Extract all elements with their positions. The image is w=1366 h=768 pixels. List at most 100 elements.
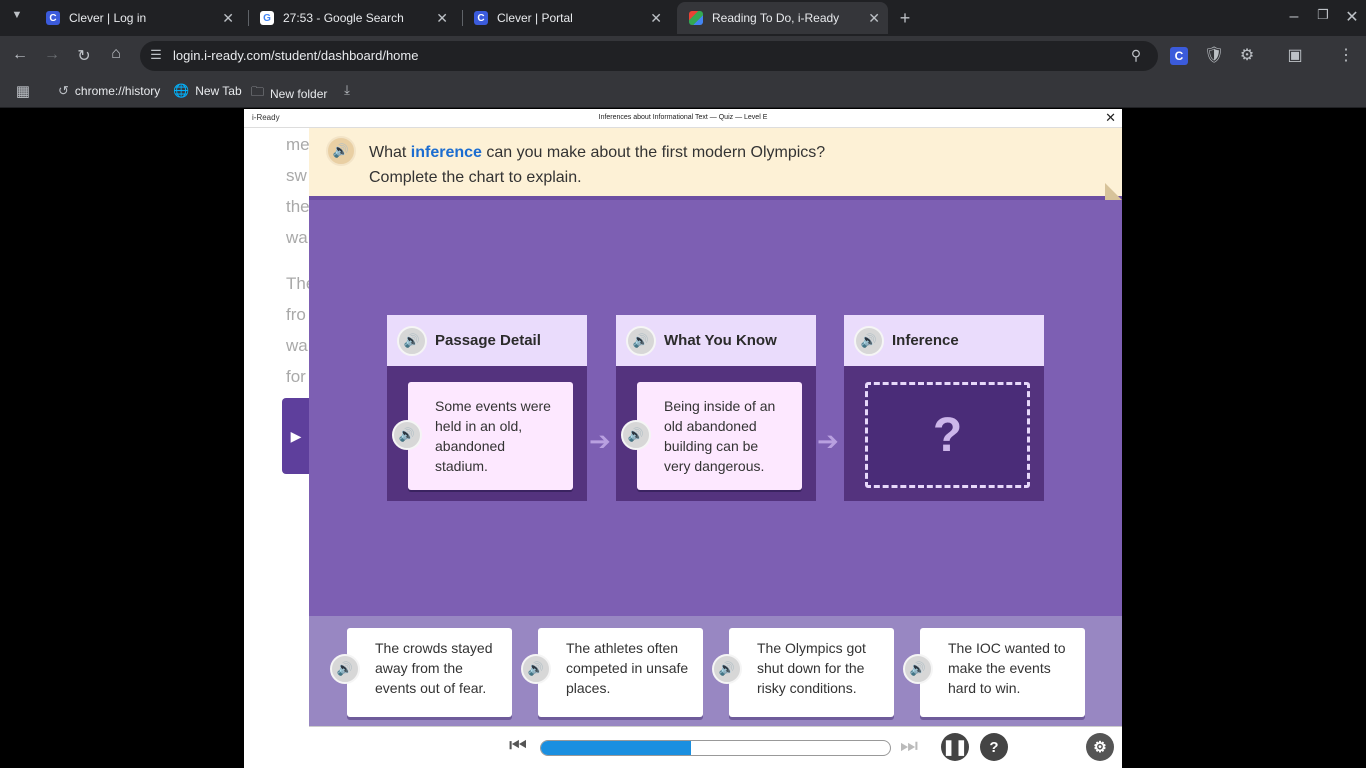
passage-line: for xyxy=(286,367,306,386)
home-icon[interactable]: ⌂ xyxy=(111,45,121,62)
zoom-icon[interactable]: ⚲ xyxy=(1130,47,1142,63)
tab-title: 27:53 - Google Search xyxy=(283,11,404,25)
tab-iready[interactable]: Reading To Do, i-Ready ✕ xyxy=(677,2,888,34)
tab-title: Reading To Do, i-Ready xyxy=(712,11,840,25)
clever-favicon-icon: C xyxy=(46,11,60,25)
tab-google-search[interactable]: G 27:53 - Google Search ✕ xyxy=(248,2,456,34)
pause-button[interactable]: ❚❚ xyxy=(941,733,969,761)
settings-gear-icon[interactable]: ⚙ xyxy=(1086,733,1114,761)
forward-icon[interactable]: → xyxy=(44,46,60,63)
activity-title-bar: i-Ready Inferences about Informational T… xyxy=(244,109,1122,128)
bookmarks-bar: ▦ ↺ chrome://history 🌐 New Tab 🗀 New fol… xyxy=(0,76,1366,108)
answer-tile[interactable]: 🔊 The IOC wanted to make the events hard… xyxy=(903,628,1085,717)
iready-logo: i-Ready xyxy=(252,113,280,122)
answer-text: The athletes often competed in unsafe pl… xyxy=(566,640,689,696)
progress-bar xyxy=(540,740,891,756)
passage-line: sw xyxy=(286,166,307,185)
column-inference: 🔊 Inference ? xyxy=(844,315,1044,501)
answer-tile[interactable]: 🔊 The Olympics got shut down for the ris… xyxy=(712,628,894,717)
passage-text[interactable]: me sw the wa The fro wa for xyxy=(286,129,316,392)
iready-favicon-icon xyxy=(689,11,703,25)
column-what-you-know: 🔊 What You Know 🔊 Being inside of an old… xyxy=(616,315,816,501)
url-text[interactable]: login.i-ready.com/student/dashboard/home xyxy=(173,48,419,63)
google-favicon-icon: G xyxy=(260,11,274,25)
card-text: Some events were held in an old, abandon… xyxy=(435,398,551,474)
minimize-icon[interactable]: – xyxy=(1289,8,1299,25)
help-button[interactable]: ? xyxy=(980,733,1008,761)
screenshot-icon[interactable]: ▣ xyxy=(1287,47,1303,64)
speaker-icon[interactable]: 🔊 xyxy=(326,136,356,166)
bookmark-label: New folder xyxy=(270,87,328,101)
back-icon[interactable]: ← xyxy=(12,46,28,63)
passage-line: the xyxy=(286,197,310,216)
speaker-icon[interactable]: 🔊 xyxy=(626,325,656,356)
passage-line: wa xyxy=(286,336,308,355)
reload-icon[interactable]: ↻ xyxy=(77,48,91,65)
passage-line: The xyxy=(286,274,316,293)
address-bar[interactable]: ☰ login.i-ready.com/student/dashboard/ho… xyxy=(140,41,1158,71)
browser-toolbar: ← → ↻ ⌂ ☰ login.i-ready.com/student/dash… xyxy=(0,36,1366,76)
question-text: What inference can you make about the fi… xyxy=(369,140,825,190)
answer-text: The IOC wanted to make the events hard t… xyxy=(948,640,1066,696)
skip-forward-icon[interactable]: ⏭ xyxy=(900,735,918,757)
speaker-icon[interactable]: 🔊 xyxy=(392,420,422,450)
speaker-icon[interactable]: 🔊 xyxy=(854,325,884,356)
answer-tile[interactable]: 🔊 The athletes often competed in unsafe … xyxy=(521,628,703,717)
speaker-icon[interactable]: 🔊 xyxy=(521,654,551,684)
tab-title: Clever | Log in xyxy=(69,11,147,25)
apps-grid-icon[interactable]: ▦ xyxy=(15,83,31,100)
answer-tile[interactable]: 🔊 The crowds stayed away from the events… xyxy=(330,628,512,717)
what-you-know-card: 🔊 Being inside of an old abandoned build… xyxy=(621,382,802,490)
tab-strip: ▼ C Clever | Log in ✕ G 27:53 - Google S… xyxy=(0,0,1366,36)
close-tab-icon[interactable]: ✕ xyxy=(868,10,880,26)
tab-separator xyxy=(248,10,249,26)
close-tab-icon[interactable]: ✕ xyxy=(222,10,234,26)
bookmark-history[interactable]: ↺ chrome://history xyxy=(58,83,160,99)
close-tab-icon[interactable]: ✕ xyxy=(650,10,662,26)
card-text: Being inside of an old abandoned buildin… xyxy=(664,398,776,474)
speaker-icon[interactable]: 🔊 xyxy=(712,654,742,684)
question-prefix: What xyxy=(369,144,411,161)
shield-extension-icon[interactable]: 🛡 xyxy=(1203,47,1225,64)
speaker-icon[interactable]: 🔊 xyxy=(397,325,427,356)
clever-extension-icon[interactable]: C xyxy=(1170,47,1188,65)
tab-search-chevron-icon[interactable]: ▼ xyxy=(11,9,23,21)
history-icon: ↺ xyxy=(58,83,69,98)
play-arrow-icon: ▶ xyxy=(290,427,302,444)
close-tab-icon[interactable]: ✕ xyxy=(436,10,448,26)
close-window-icon[interactable]: ✕ xyxy=(1345,9,1359,26)
restore-icon[interactable]: ❐ xyxy=(1317,7,1329,22)
site-info-icon[interactable]: ☰ xyxy=(150,47,162,62)
tab-clever-portal[interactable]: C Clever | Portal ✕ xyxy=(462,2,670,34)
bookmark-new-tab[interactable]: 🌐 New Tab xyxy=(173,83,242,99)
passage-line: fro xyxy=(286,305,306,324)
question-keyword[interactable]: inference xyxy=(410,144,482,161)
bookmark-label: New Tab xyxy=(195,84,242,98)
skip-back-icon[interactable]: ⏮ xyxy=(509,735,527,757)
answer-bank: 🔊 The crowds stayed away from the events… xyxy=(309,616,1122,726)
question-instruction: Complete the chart to explain. xyxy=(369,169,582,186)
speaker-icon[interactable]: 🔊 xyxy=(621,420,651,450)
menu-dots-icon[interactable]: ⋮ xyxy=(1338,47,1354,64)
extensions-puzzle-icon[interactable]: ⚙ xyxy=(1239,47,1255,64)
passage-detail-card: 🔊 Some events were held in an old, aband… xyxy=(392,382,573,490)
passage-line: wa xyxy=(286,228,308,247)
plus-icon[interactable]: + xyxy=(899,8,911,28)
expand-passage-button[interactable]: ▶ xyxy=(282,398,310,474)
column-header-label: Passage Detail xyxy=(435,332,541,349)
question-suffix: can you make about the first modern Olym… xyxy=(481,144,826,161)
speaker-icon[interactable]: 🔊 xyxy=(330,654,360,684)
speaker-icon[interactable]: 🔊 xyxy=(903,654,933,684)
column-header-label: What You Know xyxy=(664,332,777,349)
download-icon[interactable]: ⤓ xyxy=(344,82,350,97)
iready-activity-frame: i-Ready Inferences about Informational T… xyxy=(244,109,1122,768)
player-controls: ⏮ ⏭ ❚❚ ? ⚙ xyxy=(309,726,1122,768)
quiz-panel: 🔊 What inference can you make about the … xyxy=(309,128,1122,726)
bookmark-new-folder[interactable]: 🗀 New folder xyxy=(251,83,327,105)
tab-clever-login[interactable]: C Clever | Log in ✕ xyxy=(34,2,242,34)
column-header: 🔊 What You Know xyxy=(616,315,816,366)
close-activity-icon[interactable]: ✕ xyxy=(1105,110,1116,125)
inference-drop-zone[interactable]: ? xyxy=(865,382,1030,488)
activity-title: Inferences about Informational Text — Qu… xyxy=(598,114,768,121)
page-fold xyxy=(1105,183,1122,200)
